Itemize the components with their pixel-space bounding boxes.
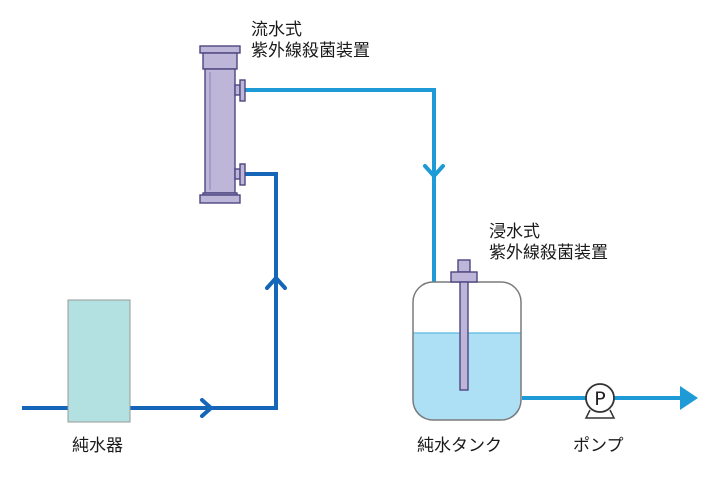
pump-base	[584, 409, 616, 419]
flow-arrow-up	[265, 276, 287, 290]
pump: P	[584, 383, 616, 419]
pump-symbol: P	[594, 388, 605, 410]
purifier-label: 純水器	[72, 436, 123, 456]
uv-top-flange	[202, 52, 238, 70]
flow-uv-label: 流水式 紫外線殺菌装置	[251, 20, 370, 62]
flow-arrows-dark	[200, 276, 287, 418]
flow-uv-label-line2: 紫外線殺菌装置	[251, 41, 370, 61]
uv-top-cap	[199, 45, 241, 54]
immersion-uv-cap	[457, 259, 471, 273]
uv-lower-nozzle	[234, 168, 241, 180]
flow-uv-sterilizer	[199, 45, 246, 204]
uv-bottom-cap	[199, 194, 241, 204]
uv-upper-nozzle	[234, 84, 241, 96]
tank-label: 純水タンク	[417, 436, 502, 456]
flow-arrow-down	[423, 164, 445, 178]
purifier-unit	[67, 299, 131, 423]
immersion-uv-label-line1: 浸水式	[489, 222, 540, 242]
immersion-uv-label-line2: 紫外線殺菌装置	[489, 243, 608, 263]
pump-circle	[585, 383, 615, 413]
immersion-uv-flange	[450, 271, 478, 283]
immersion-uv-label: 浸水式 紫外線殺菌装置	[489, 222, 608, 264]
flow-arrow-right	[200, 398, 213, 418]
purifier-outlet-pipe	[130, 172, 278, 410]
immersion-uv-rod	[459, 281, 469, 391]
outlet-arrow	[680, 386, 698, 410]
flow-uv-label-line1: 流水式	[251, 20, 302, 40]
purifier-pipe	[22, 172, 278, 410]
uv-outlet-pipe	[240, 88, 436, 282]
uv-lower-nozzle-flange	[239, 163, 246, 186]
pump-label: ポンプ	[573, 436, 624, 456]
uv-upper-nozzle-flange	[239, 79, 246, 102]
immersion-uv-sterilizer	[450, 259, 478, 391]
